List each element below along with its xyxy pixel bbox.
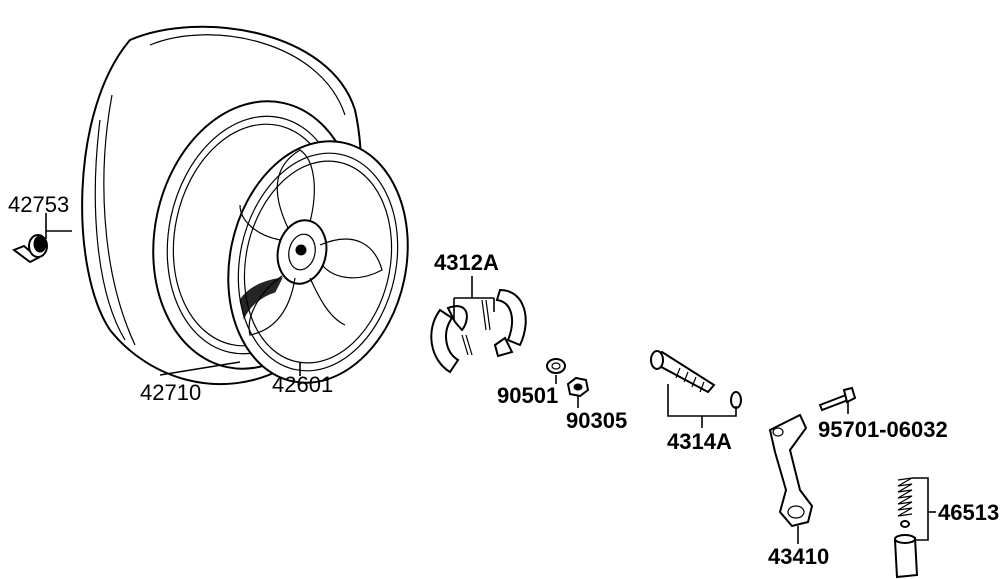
label-brake-shoe-set: 4312A bbox=[434, 250, 499, 275]
leader-lines bbox=[45, 213, 936, 544]
washer-drawing bbox=[546, 358, 566, 374]
spring-drawing bbox=[893, 477, 919, 579]
valve-drawing bbox=[11, 234, 48, 264]
label-nut: 90305 bbox=[566, 408, 627, 433]
label-spring: 46513 bbox=[938, 500, 999, 525]
label-bolt: 95701-06032 bbox=[818, 417, 948, 442]
rim-drawing bbox=[227, 140, 409, 384]
nut-drawing bbox=[566, 376, 590, 398]
label-valve: 42753 bbox=[8, 192, 69, 217]
brake-shoe-drawing bbox=[430, 288, 527, 374]
part-labels: 42753 42710 42601 4312A 90501 90305 4314… bbox=[8, 192, 999, 569]
label-tire: 42710 bbox=[140, 380, 201, 405]
brake-arm-drawing bbox=[768, 413, 814, 528]
label-brake-arm: 43410 bbox=[768, 544, 829, 569]
brake-cam-drawing bbox=[650, 350, 742, 409]
label-rim: 42601 bbox=[272, 372, 333, 397]
label-washer: 90501 bbox=[497, 383, 558, 408]
bolt-drawing bbox=[818, 386, 857, 412]
label-brake-cam-set: 4314A bbox=[667, 429, 732, 454]
